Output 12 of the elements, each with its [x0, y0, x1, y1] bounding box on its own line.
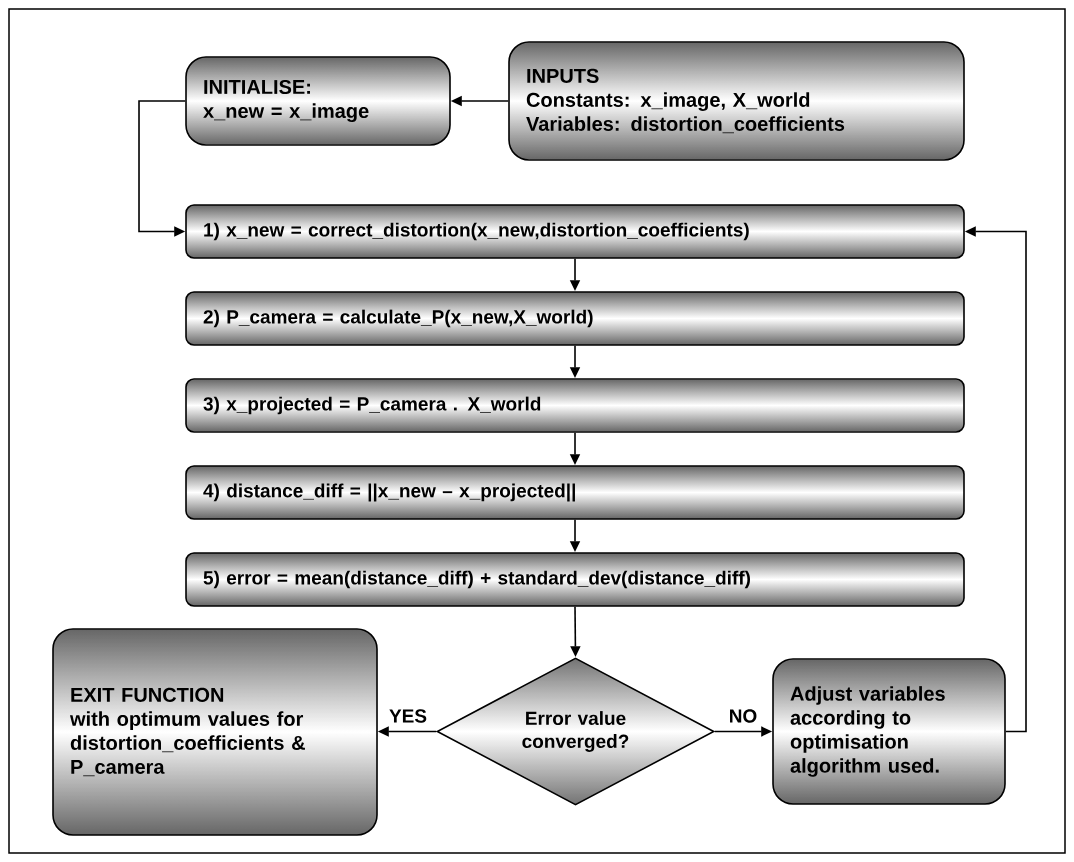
process-box: 1) x_new = correct_distortion(x_new,distortion_coefficients) [185, 204, 965, 259]
process-box: 2) P_camera = calculate_P(x_new,X_world) [185, 291, 965, 346]
process-box: 5) error = mean(distance_diff) + standard_dev(distance_diff) [185, 552, 965, 607]
process-box: Adjust variables according to optimisation algorithm used. [772, 658, 1006, 805]
process-box: EXIT FUNCTION with optimum values for distortion_coefficients & P_camera [52, 628, 378, 836]
process-box: 4) distance_diff = ||x_new – x_projected|| [185, 465, 965, 520]
process-box: INITIALISE: x_new = x_image [185, 56, 451, 146]
arrow [138, 100, 186, 237]
process-box: 3) x_projected = P_camera . X_world [185, 378, 965, 433]
process-box: INPUTS Constants: x_image, X_world Variables: distortion_coefficients [508, 41, 965, 161]
edge-label: YES [388, 708, 428, 724]
edge-label: NO [727, 708, 759, 724]
